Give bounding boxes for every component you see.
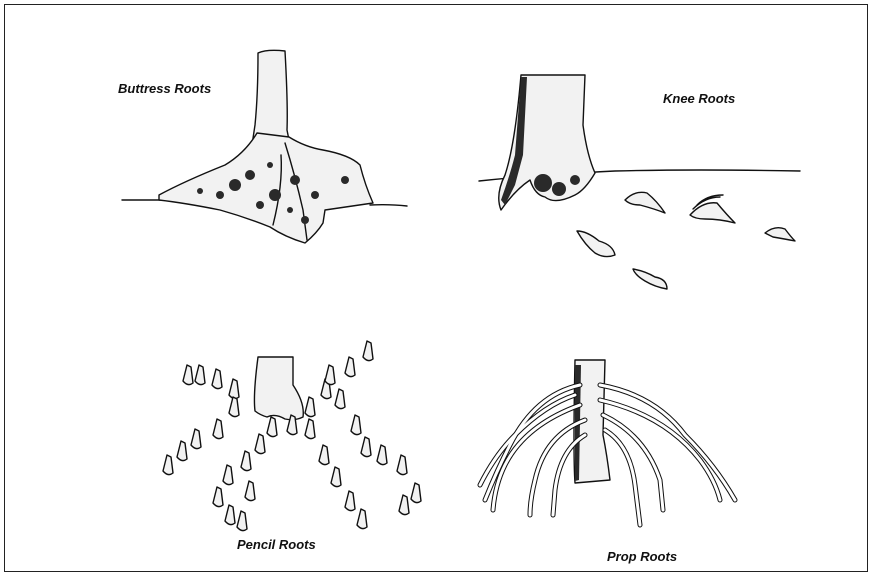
pencil-root	[305, 397, 315, 417]
pencil-root	[213, 419, 223, 439]
pencil-root	[212, 369, 222, 389]
pencil-root	[195, 365, 205, 385]
buttress-roots-illustration	[5, 5, 435, 285]
panel-pencil-roots: Pencil Roots	[5, 285, 435, 573]
pencil-roots-illustration	[5, 285, 435, 573]
pencil-root	[325, 365, 335, 385]
pencil-root	[319, 445, 329, 465]
pencil-root	[399, 495, 409, 515]
pencil-root	[363, 341, 373, 361]
pencil-root	[345, 357, 355, 377]
pencil-root	[163, 455, 173, 475]
knee-roots-illustration	[435, 5, 869, 285]
pencil-root	[377, 445, 387, 465]
pencil-root	[411, 483, 421, 503]
panel-prop-roots: Prop Roots	[435, 285, 869, 573]
pencil-root	[245, 481, 255, 501]
pencil-root	[361, 437, 371, 457]
pencil-root	[191, 429, 201, 449]
pencil-root	[345, 491, 355, 511]
pencil-root	[397, 455, 407, 475]
pencil-root	[335, 389, 345, 409]
pencil-root	[225, 505, 235, 525]
panel-buttress-roots: Buttress Roots	[5, 5, 435, 285]
pencil-root	[213, 487, 223, 507]
pencil-root	[241, 451, 251, 471]
pencil-root	[183, 365, 193, 385]
figure-frame: Buttress Roots Knee Roots	[4, 4, 868, 572]
pencil-root	[267, 417, 277, 437]
panel-knee-roots: Knee Roots	[435, 5, 869, 285]
pencil-root	[229, 379, 239, 399]
prop-roots-illustration	[435, 285, 869, 573]
pencil-root	[351, 415, 361, 435]
pencil-root	[177, 441, 187, 461]
pencil-root	[305, 419, 315, 439]
pencil-root	[357, 509, 367, 529]
pencil-root	[331, 467, 341, 487]
pencil-root	[223, 465, 233, 485]
pencil-root	[255, 434, 265, 454]
pencil-root	[229, 397, 239, 417]
pencil-root	[237, 511, 247, 531]
